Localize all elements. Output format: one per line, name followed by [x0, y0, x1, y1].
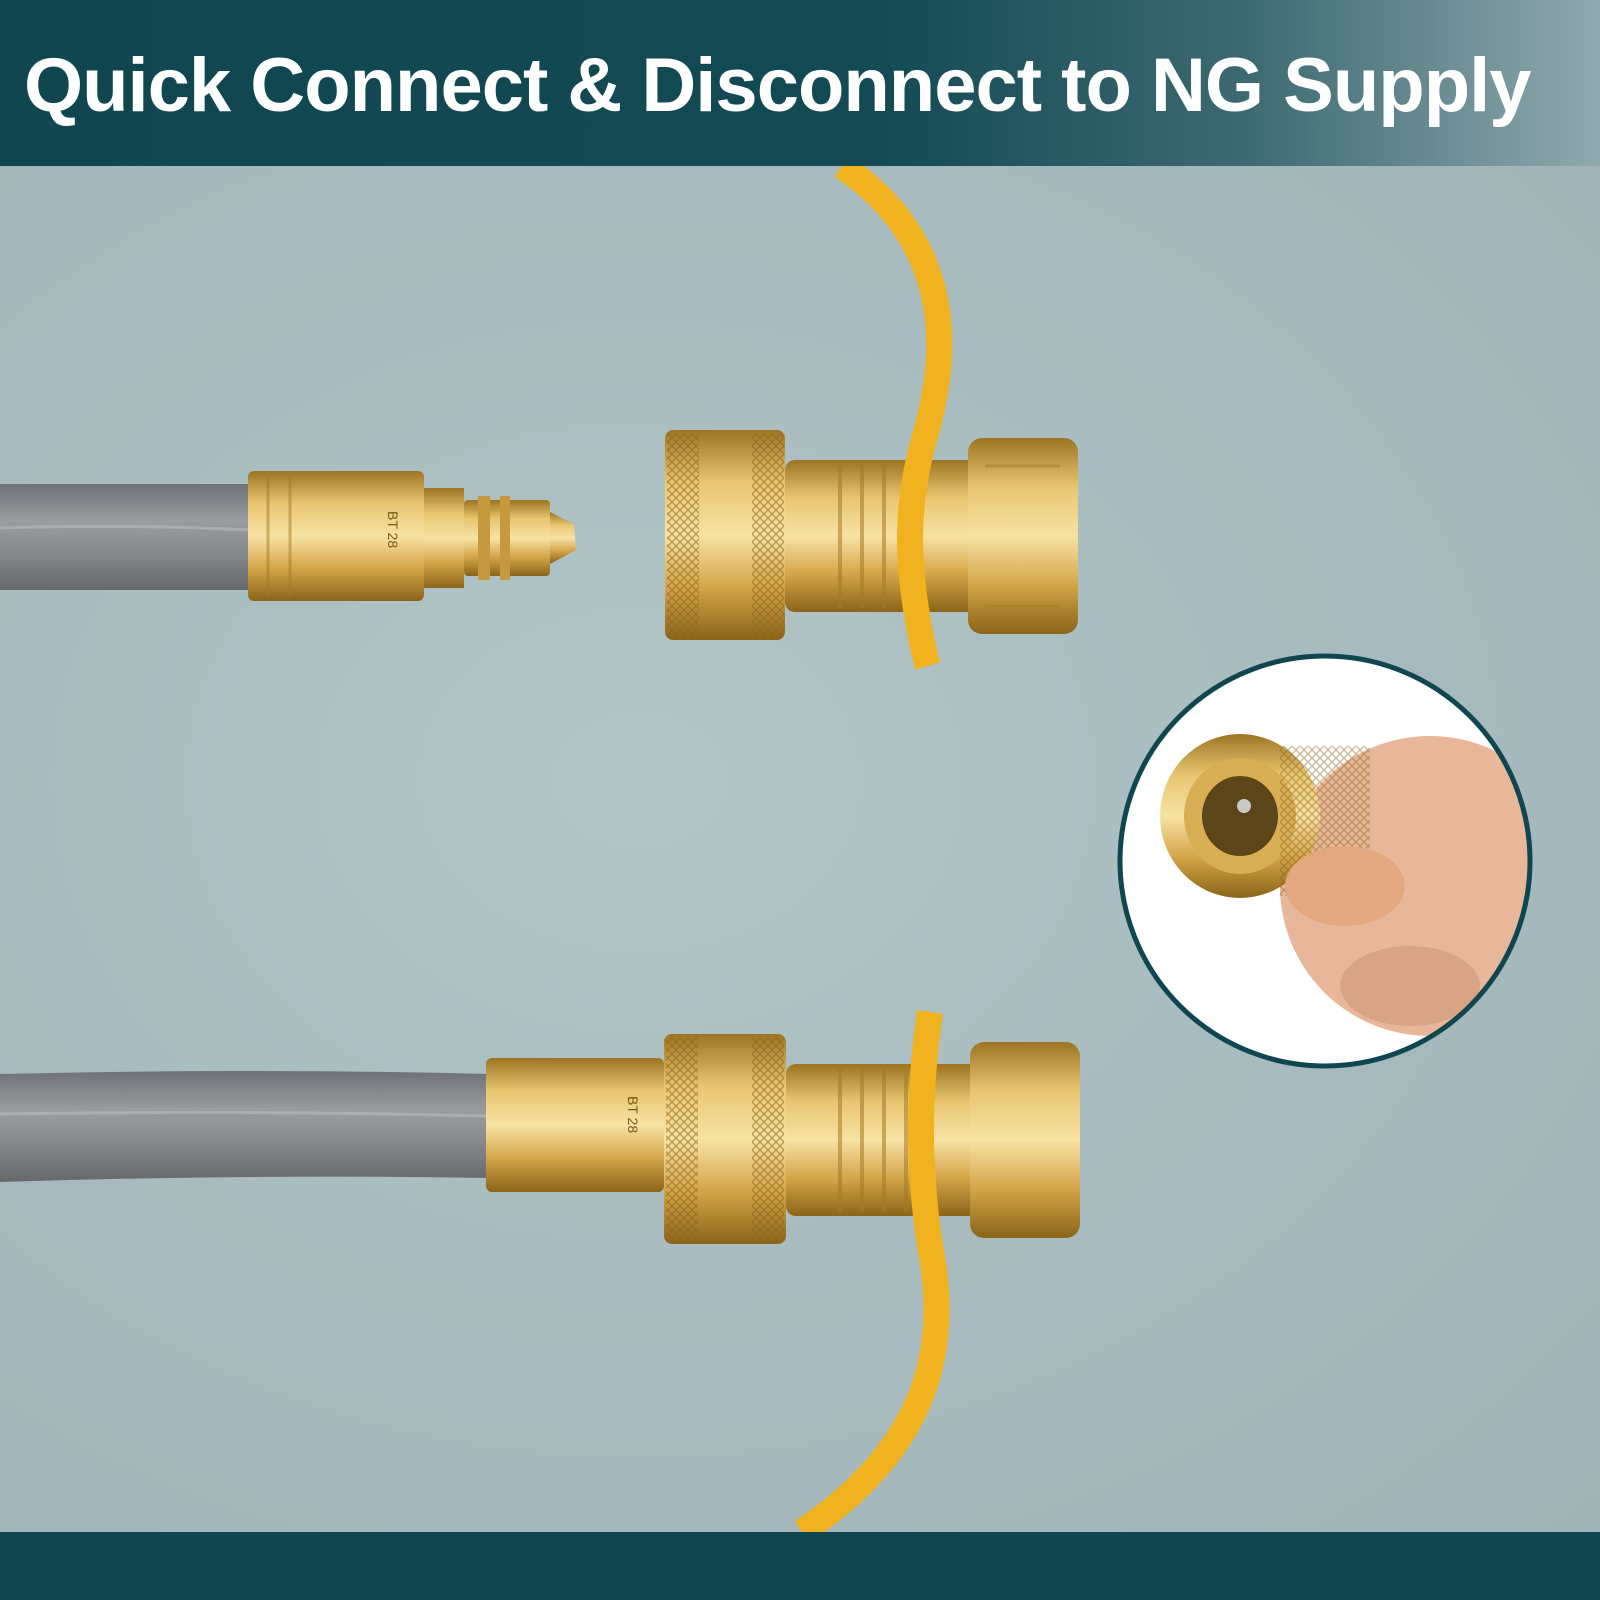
svg-text:BT 28: BT 28	[625, 1096, 641, 1133]
svg-text:BT 28: BT 28	[385, 511, 401, 548]
inset-closeup	[1117, 653, 1533, 1069]
brass-socket-top	[665, 430, 1078, 640]
product-photo: BT 28 BT 28	[0, 166, 1600, 1532]
title-banner: Quick Connect & Disconnect to NG Supply	[0, 0, 1600, 166]
orange-ribbon-top	[834, 166, 953, 670]
brass-plug-fitting: BT 28	[248, 471, 576, 601]
hose-top	[0, 484, 253, 590]
brass-connected-fitting: BT 28	[486, 1034, 1080, 1244]
page-title: Quick Connect & Disconnect to NG Supply	[24, 43, 1531, 128]
hose-bottom	[0, 1071, 491, 1182]
footer-bar	[0, 1532, 1600, 1600]
orange-ribbon-bottom	[794, 1010, 950, 1532]
